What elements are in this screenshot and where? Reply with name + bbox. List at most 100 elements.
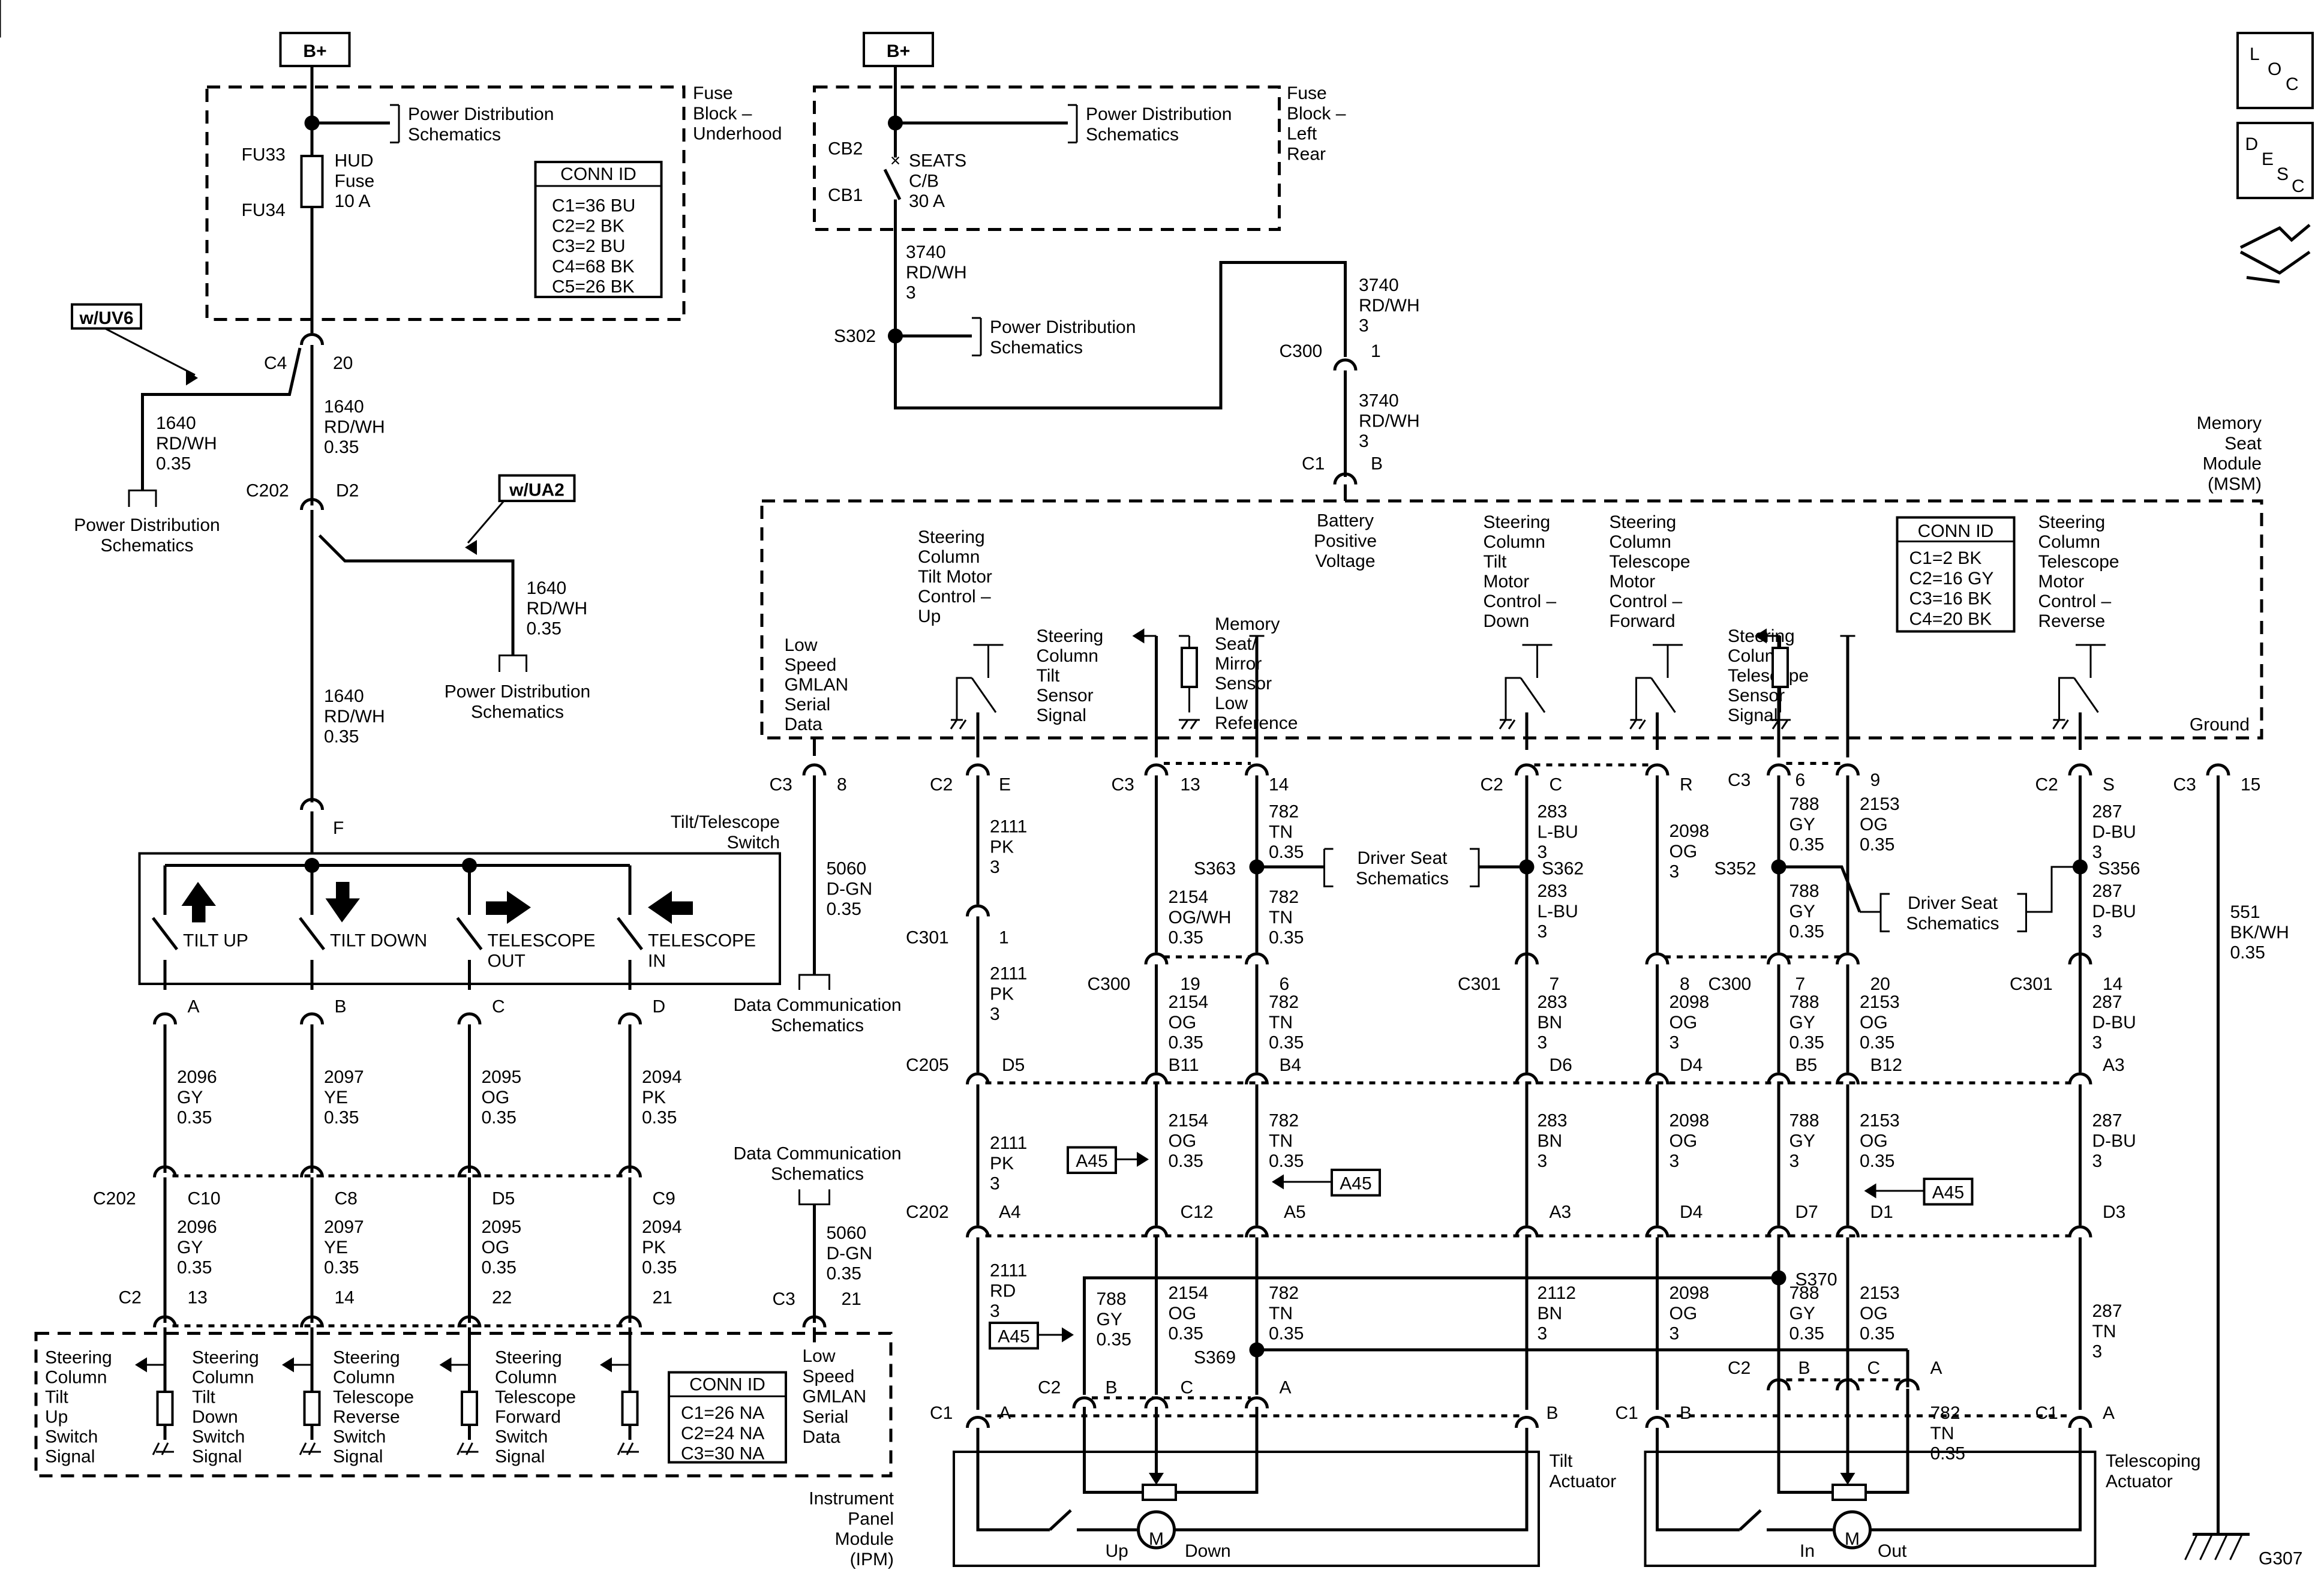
trev-pin: S xyxy=(2103,775,2115,795)
f-pin: F xyxy=(333,818,344,838)
a45-marker-3[interactable]: A45 xyxy=(1923,1178,1974,1206)
te-c2-a: A xyxy=(1930,1358,1942,1378)
a45-marker-2[interactable]: A45 xyxy=(1331,1169,1381,1197)
tfwd-c301-pin: 8 xyxy=(1680,974,1690,994)
tfwd-d4b: D4 xyxy=(1680,1202,1703,1222)
tsens-pin: 13 xyxy=(1181,775,1200,795)
te-c1: C1 xyxy=(1616,1403,1638,1423)
a45-marker-4-text: A45 xyxy=(998,1327,1029,1347)
gnd-c3: C3 xyxy=(2173,775,2196,795)
tiltup-c301-pin: 1 xyxy=(999,928,1009,948)
c2-label-sw: C2 xyxy=(119,1288,142,1308)
a45-marker-1[interactable]: A45 xyxy=(1067,1146,1117,1174)
tsen2-b5: B5 xyxy=(1795,1055,1818,1075)
gmlan-pin: 8 xyxy=(837,775,847,795)
te-c2-b: B xyxy=(1798,1358,1810,1378)
low-ref-resistor xyxy=(1179,635,1265,758)
trev-c301: C301 xyxy=(2010,974,2053,994)
lref-s369: S369 xyxy=(1194,1348,1236,1368)
tog-pin: 9 xyxy=(1870,770,1881,790)
trev-c2: C2 xyxy=(2035,775,2058,795)
loc-icon[interactable]: LOC xyxy=(2236,32,2314,109)
battery-right-text: B+ xyxy=(887,41,910,61)
tog-d1: D1 xyxy=(1870,1202,1893,1222)
tiltup-c202: C202 xyxy=(906,1202,949,1222)
tiltup-c202-pin: A4 xyxy=(999,1202,1021,1222)
te-c2-c: C xyxy=(1867,1358,1881,1378)
loc-c: C xyxy=(2286,74,2299,94)
ta-c2-b: B xyxy=(1106,1378,1118,1398)
repair-tool-icon[interactable] xyxy=(2239,224,2311,284)
te-c1-a: A xyxy=(2103,1403,2115,1423)
tsen2-pin: 6 xyxy=(1795,770,1806,790)
tiltup-c205-pin: D5 xyxy=(1002,1055,1025,1075)
ground-g307-icon xyxy=(2184,1533,2250,1560)
te-m: M xyxy=(1845,1529,1860,1549)
tiltup-pin: E xyxy=(999,775,1011,795)
battery-left: B+ xyxy=(279,32,351,67)
desc-d: D xyxy=(2245,134,2259,154)
msm-tele-sensor: SteeringColumnTelescopeSensorSignal xyxy=(1728,626,1809,725)
tilt-down-driver xyxy=(1499,644,1553,750)
tog-b12: B12 xyxy=(1870,1055,1902,1075)
gmlan-c3: C3 xyxy=(770,775,792,795)
a45-marker-2-text: A45 xyxy=(1340,1174,1371,1194)
c1-pin-msm: B xyxy=(1371,454,1383,474)
option-ua2: w/UA2 xyxy=(498,474,576,502)
a45-marker-4[interactable]: A45 xyxy=(989,1322,1039,1350)
tele-ref-resistor xyxy=(1770,635,1855,758)
c300-right: C300 xyxy=(1280,341,1323,361)
c1-msm: C1 xyxy=(1302,454,1325,474)
tdown-s362: S362 xyxy=(1542,859,1584,879)
te-c1-b: B xyxy=(1680,1403,1692,1423)
